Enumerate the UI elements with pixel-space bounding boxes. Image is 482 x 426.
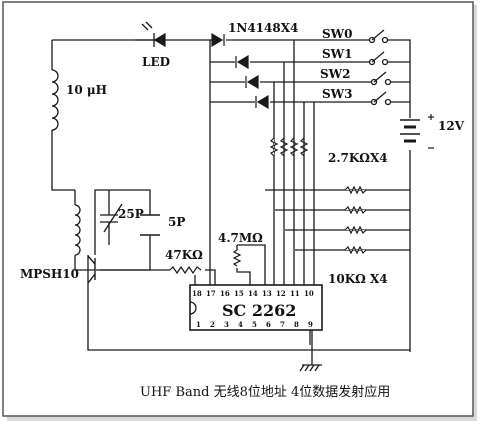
pin-3: 3 <box>224 320 229 329</box>
pin-7: 7 <box>280 320 285 329</box>
ic-label: SC 2262 <box>222 301 296 320</box>
pin-8: 8 <box>294 320 299 329</box>
battery-label: 12V <box>438 119 465 133</box>
tank-coil <box>74 204 81 256</box>
trimmer-capacitor <box>100 190 123 245</box>
pin-9: 9 <box>308 320 313 329</box>
wires <box>51 39 411 365</box>
pin-17: 17 <box>206 289 216 298</box>
resistor-array-bottom <box>344 185 367 255</box>
ic-pins-top: 18 17 16 15 14 13 12 11 10 <box>192 289 314 298</box>
pin-18: 18 <box>192 289 202 298</box>
trimmer-label: 25P <box>118 207 144 221</box>
resistor-array-top-label: 2.7KΩX4 <box>328 151 388 165</box>
ground-symbol <box>299 364 322 372</box>
inductor-coil <box>51 69 59 131</box>
frame-border <box>2 1 474 417</box>
caption: UHF Band 无线8位地址 4位数据发射应用 <box>140 384 390 400</box>
osc-resistor-label: 4.7MΩ <box>218 231 263 245</box>
led-label: LED <box>142 55 170 69</box>
pin-10: 10 <box>304 289 314 298</box>
ic-package <box>189 284 323 331</box>
bias-resistor <box>169 265 202 275</box>
transistor-symbol <box>87 255 96 284</box>
pin-1: 1 <box>196 320 201 329</box>
diode-label: 1N4148X4 <box>228 21 298 35</box>
resistor-array-bottom-label: 10KΩ X4 <box>328 272 388 286</box>
switch-label-2: SW2 <box>320 67 351 81</box>
cap-label: 5P <box>168 215 185 229</box>
fixed-capacitor <box>140 214 160 236</box>
pin-15: 15 <box>234 289 244 298</box>
switch-label-0: SW0 <box>322 27 353 41</box>
transistor-label: MPSH10 <box>20 267 79 281</box>
pin-11: 11 <box>290 289 300 298</box>
resistor-array-top <box>269 137 309 157</box>
pin-5: 5 <box>252 320 257 329</box>
pin-2: 2 <box>210 320 215 329</box>
bias-resistor-label: 47KΩ <box>165 248 203 262</box>
switch-bank <box>368 29 392 106</box>
battery-symbol <box>400 114 434 149</box>
inductor-label: 10 μH <box>66 83 107 97</box>
pin-4: 4 <box>238 320 243 329</box>
pin-12: 12 <box>276 289 286 298</box>
diode-array <box>211 32 269 110</box>
ic-pins-bottom: 1 2 3 4 5 6 7 8 9 <box>196 320 313 329</box>
switch-label-1: SW1 <box>322 47 353 61</box>
pin-14: 14 <box>248 289 258 298</box>
pin-6: 6 <box>266 320 271 329</box>
pin-13: 13 <box>262 289 272 298</box>
led-symbol <box>141 21 166 48</box>
osc-resistor <box>232 249 242 267</box>
switch-label-3: SW3 <box>322 87 353 101</box>
pin-16: 16 <box>220 289 230 298</box>
